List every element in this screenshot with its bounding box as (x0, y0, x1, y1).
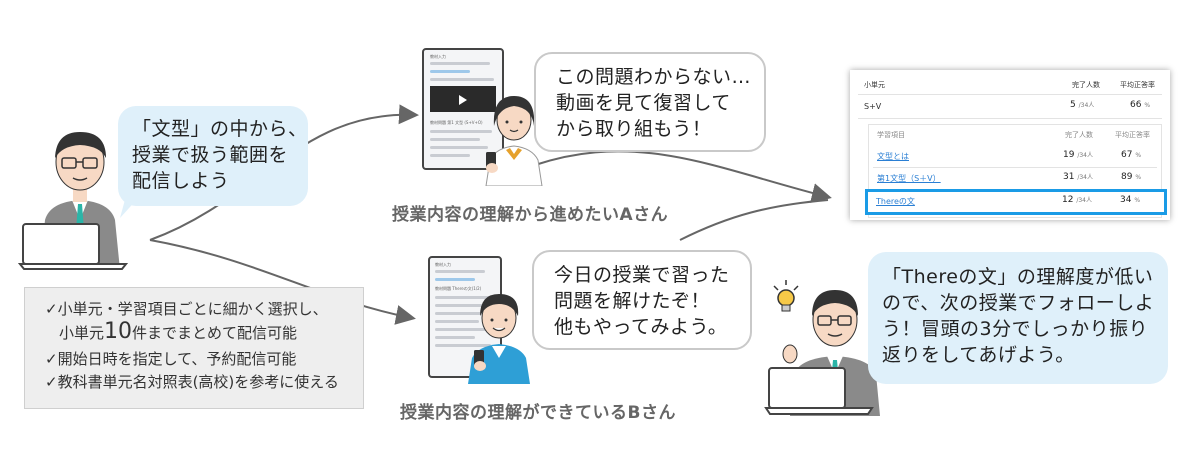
table-header-avg: 平均正答率 (1120, 81, 1155, 89)
teacher-review-text: 「Thereの文」の理解度が低い ので、次の授業でフォローしよ う！冒頭の3分で… (882, 266, 1155, 366)
phone-b-question: 教材問題 Thereの文(1/2) (435, 286, 482, 291)
sub-row-1-done: 19 /34人 (1063, 150, 1093, 160)
sub-row-1-name[interactable]: 文型とは (877, 152, 909, 161)
table-row-unit-done: 5 /34人 (1070, 100, 1095, 110)
sub-row-2-avg: 89 % (1121, 172, 1142, 182)
student-a-illustration (485, 96, 543, 186)
results-table: 小単元 完了人数 平均正答率 S+V 5 /34人 66 % 学習項目 完了人数… (850, 70, 1170, 220)
student-b-speech-bubble: 今日の授業で習った 問題を解けたぞ！ 他もやってみよう。 (532, 250, 752, 350)
teacher-speech-text: 「文型」の中から、 授業で扱う範囲を 配信しよう (132, 118, 308, 192)
table-row-unit-name: S+V (864, 102, 882, 111)
sub-row-3-avg: 34 % (1120, 195, 1141, 205)
table-row-unit-avg: 66 % (1130, 100, 1151, 110)
phone-screen-a: 教材入力 教材問題 第1 文型 (S+V+O) (422, 48, 504, 170)
feature-item-3: ✓教科書単元名対照表(高校)を参考に使える (45, 373, 339, 391)
student-a-speech-text: この問題わからない… 動画を見て復習して から取り組もう！ (556, 66, 752, 140)
sub-header-item: 学習項目 (877, 131, 905, 139)
sub-row-1-avg: 67 % (1121, 150, 1142, 160)
table-header-unit: 小単元 (864, 81, 885, 89)
phone-a-title: 教材入力 (430, 54, 446, 59)
student-b-caption: 授業内容の理解ができているBさん (400, 403, 676, 423)
phone-a-question: 教材問題 第1 文型 (S+V+O) (430, 120, 483, 125)
sub-row-2-name[interactable]: 第1文型（S＋V） (877, 174, 941, 183)
play-icon[interactable] (459, 95, 467, 105)
student-b-illustration (468, 294, 530, 384)
sub-table: 学習項目 完了人数 平均正答率 文型とは 19 /34人 67 % 第1文型（S… (865, 124, 1167, 218)
sub-row-3-name[interactable]: Thereの文 (876, 197, 915, 206)
highlighted-row[interactable]: Thereの文 12 /34人 34 % (865, 189, 1167, 215)
arrow-b-to-table (679, 199, 829, 241)
sub-header-avg: 平均正答率 (1115, 131, 1150, 139)
student-a-speech-bubble: この問題わからない… 動画を見て復習して から取り組もう！ (534, 52, 766, 152)
phone-b-title: 教材入力 (435, 262, 451, 267)
teacher-speech-bubble: 「文型」の中から、 授業で扱う範囲を 配信しよう (118, 106, 308, 206)
video-player[interactable] (430, 86, 496, 112)
lightbulb-icon (773, 280, 799, 312)
feature-item-1: ✓小単元・学習項目ごとに細かく選択し、 (45, 300, 328, 318)
sub-row-3-done: 12 /34人 (1062, 195, 1092, 205)
student-b-speech-text: 今日の授業で習った 問題を解けたぞ！ 他もやってみよう。 (554, 264, 730, 338)
laptop-icon (18, 223, 128, 270)
feature-item-2: ✓開始日時を指定して、予約配信可能 (45, 350, 297, 368)
arrow-a-to-table (534, 150, 832, 203)
feature-item-1-cont: 小単元10件までまとめて配信可能 (59, 319, 298, 344)
sub-row-2-done: 31 /34人 (1063, 172, 1093, 182)
features-box: ✓小単元・学習項目ごとに細かく選択し、 小単元10件までまとめて配信可能 ✓開始… (24, 287, 364, 409)
laptop-right-icon (764, 367, 874, 415)
sub-header-done: 完了人数 (1065, 131, 1093, 139)
teacher-review-bubble: 「Thereの文」の理解度が低い ので、次の授業でフォローしよ う！冒頭の3分で… (868, 252, 1168, 384)
table-header-done: 完了人数 (1072, 81, 1100, 89)
arrow-to-student-b (149, 239, 416, 325)
bubble-tail (120, 196, 140, 218)
student-a-caption: 授業内容の理解から進めたいAさん (392, 205, 669, 225)
